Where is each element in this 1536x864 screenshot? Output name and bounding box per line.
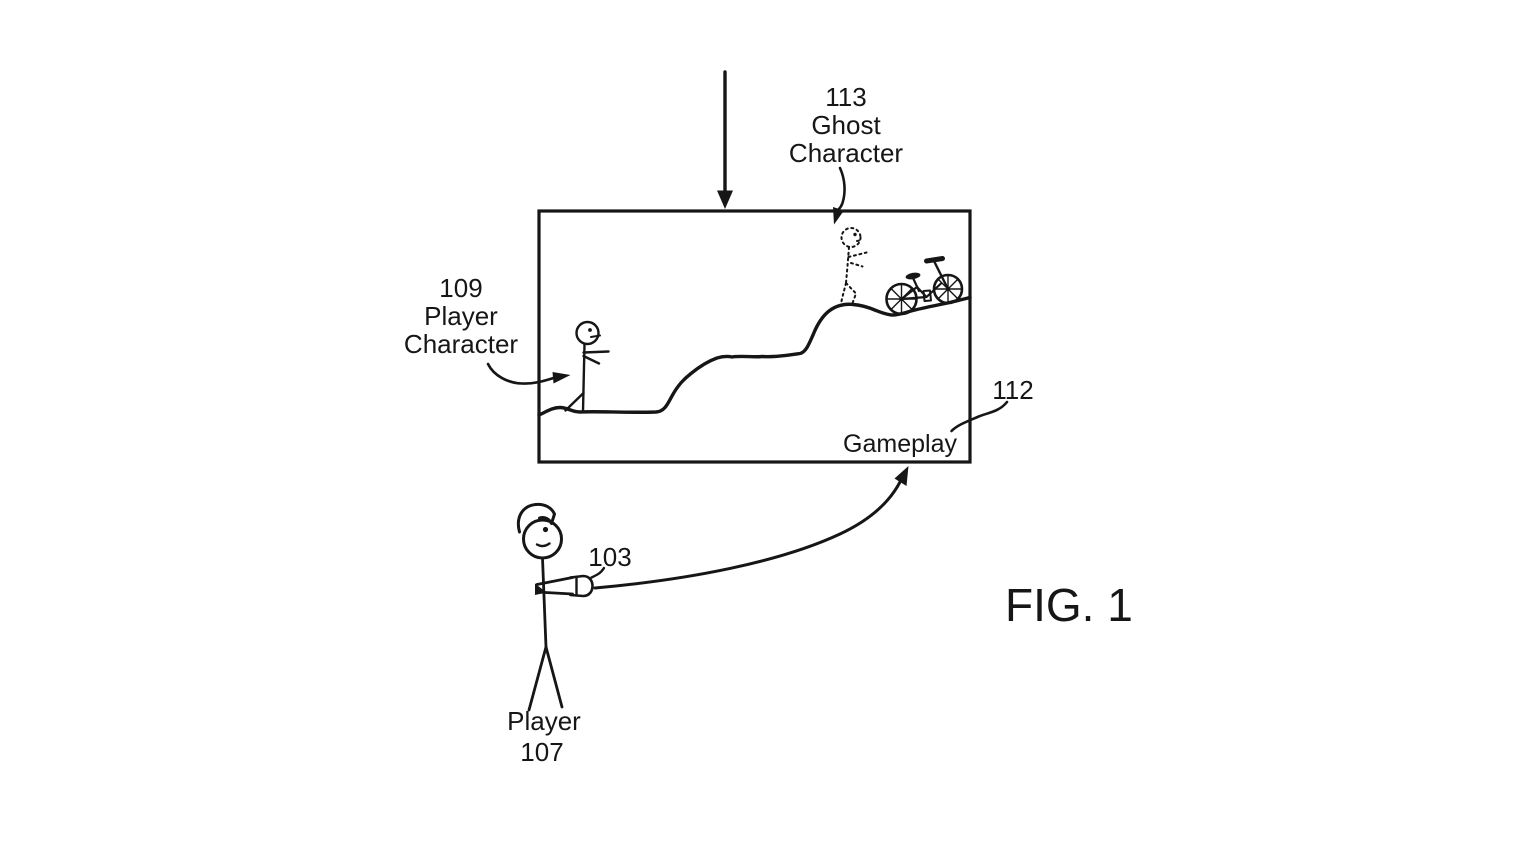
- player-character-callout: 109 Player Character: [404, 273, 571, 385]
- figure-caption: FIG. 1: [1005, 579, 1133, 631]
- controller-callout-line: [590, 566, 606, 579]
- ghost-character-figure: [839, 227, 868, 307]
- player-ref-label: 107: [520, 737, 563, 767]
- ghost-ref-label: 113: [825, 82, 866, 112]
- controller-to-screen-arrow: [593, 466, 909, 590]
- terrain-line: [537, 295, 972, 417]
- player-character-name-line1: Player: [424, 301, 498, 331]
- player-label: Player: [507, 706, 581, 736]
- controller-ref-label: 103: [588, 542, 631, 572]
- player-character-ref-label: 109: [439, 273, 482, 303]
- player-character-figure: [564, 320, 610, 413]
- player-character-name-line2: Character: [404, 329, 518, 359]
- player-character-callout-arrow: [486, 362, 555, 385]
- ghost-character-eye: [853, 232, 857, 237]
- controller-callout: 103: [588, 542, 632, 579]
- gameplay-screen: [537, 209, 972, 464]
- ghost-callout-arrow: [837, 166, 846, 211]
- bicycle: [885, 256, 964, 316]
- bicycle-seat: [905, 272, 921, 280]
- player-callout: Player 107: [507, 706, 581, 767]
- display-down-arrow: [717, 70, 733, 209]
- gameplay-label: Gameplay: [843, 430, 957, 458]
- ghost-name-line2: Character: [789, 138, 903, 168]
- player-eye: [542, 526, 549, 533]
- screen-callout-line: [950, 400, 1009, 433]
- ghost-name-line1: Ghost: [811, 110, 881, 140]
- player-figure: [516, 502, 594, 712]
- screen-callout: 112: [950, 375, 1034, 433]
- ghost-callout: 113 Ghost Character: [789, 82, 903, 225]
- controller-device: [569, 574, 594, 598]
- player-hair: [516, 502, 556, 534]
- screen-ref-label: 112: [992, 375, 1033, 405]
- bicycle-handlebar: [924, 256, 945, 264]
- player-character-eye: [588, 328, 592, 332]
